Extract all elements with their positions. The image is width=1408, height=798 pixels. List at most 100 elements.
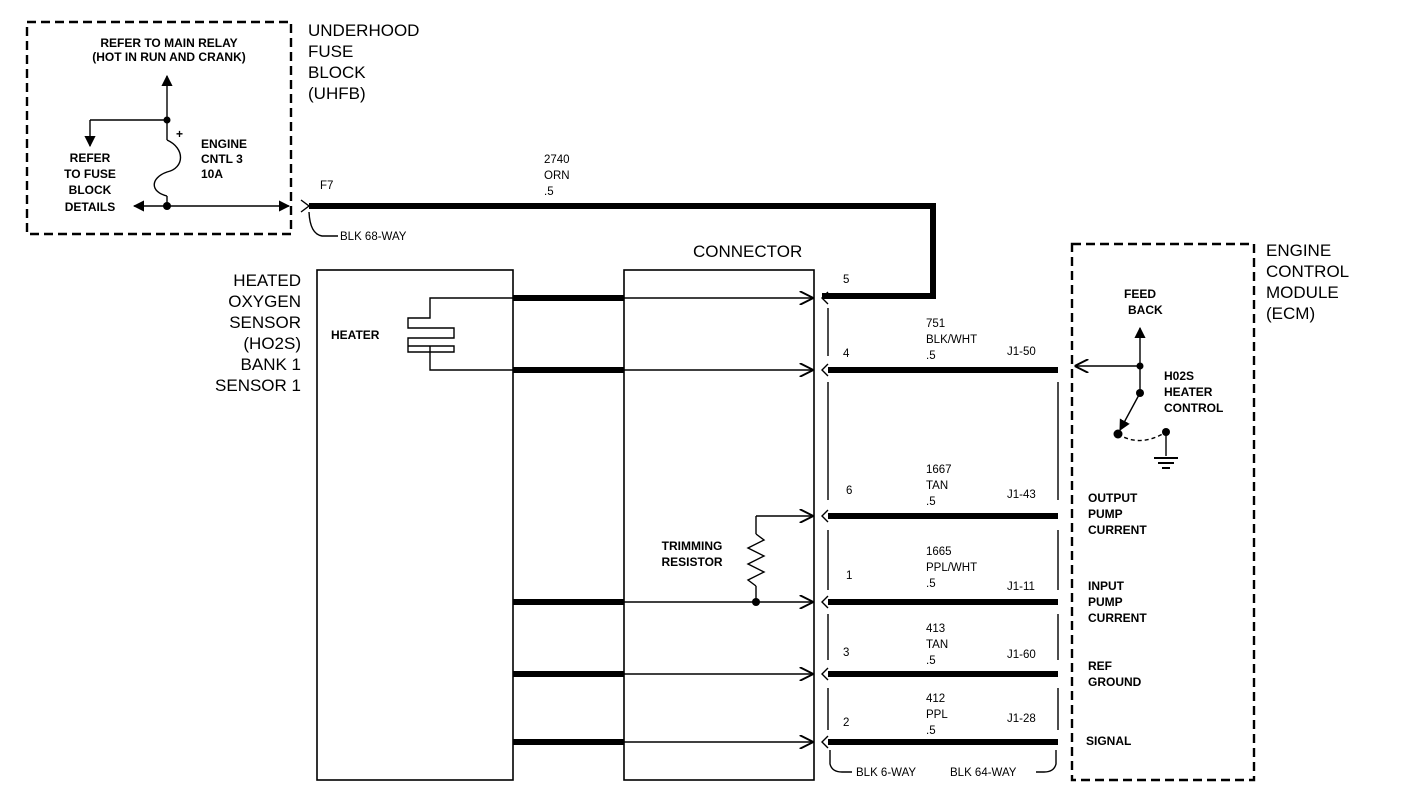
orn-feed-wire (309, 203, 936, 299)
heater-label: HEATER (331, 328, 380, 342)
ref-ground-line-2: GROUND (1088, 675, 1142, 689)
pin2-number: 2 (843, 717, 849, 729)
connector-section: CONNECTOR TRIMMING RESISTOR (513, 242, 815, 781)
sensor-title-line-6: SENSOR 1 (215, 376, 301, 395)
pin3-number: 3 (843, 647, 849, 659)
output-pump-line-1: OUTPUT (1088, 491, 1138, 505)
ecm-title-line-4: (ECM) (1266, 304, 1315, 323)
pin4-gauge: .5 (926, 350, 936, 362)
refer-line-3: BLOCK (69, 183, 112, 197)
pin2-ecm-pin: J1-28 (1007, 713, 1036, 725)
refer-line-1: REFER (70, 151, 111, 165)
feedback-line-1: FEED (1124, 287, 1156, 301)
pin3-gauge: .5 (926, 655, 936, 667)
sensor-title-line-2: OXYGEN (228, 292, 301, 311)
heater-element-icon (407, 297, 513, 371)
output-pump-line-3: CURRENT (1088, 523, 1147, 537)
connector-body (623, 269, 815, 781)
blk68-leader (308, 211, 338, 237)
sensor-title-line-4: (HO2S) (243, 334, 301, 353)
input-pump-line-2: PUMP (1088, 595, 1123, 609)
pin4-circuit: 751 (926, 318, 945, 330)
pin6-circuit: 1667 (926, 464, 952, 476)
output-pump-line-2: PUMP (1088, 507, 1123, 521)
pin5-cavity (821, 291, 829, 305)
input-pump-line-1: INPUT (1088, 579, 1125, 593)
uhfb-title-line-3: BLOCK (308, 63, 366, 82)
pin5-number: 5 (843, 274, 849, 286)
pin1-circuit: 1665 (926, 546, 952, 558)
pin3-color: TAN (926, 639, 948, 651)
pin4-number: 4 (843, 348, 850, 360)
trimming-resistor-icon (746, 533, 766, 587)
uhfb-title-line-2: FUSE (308, 42, 353, 61)
ref-ground-line-1: REF (1088, 659, 1112, 673)
ecm-title-line-2: CONTROL (1266, 262, 1349, 281)
pin3-circuit: 413 (926, 623, 945, 635)
pin2-color: PPL (926, 709, 948, 721)
pin4-color: BLK/WHT (926, 334, 977, 346)
pin6-color: TAN (926, 480, 948, 492)
blk6-connector-label: BLK 6-WAY (856, 767, 916, 779)
blk68-connector-label: BLK 68-WAY (340, 231, 407, 243)
feed-wire-section: F7 2740 ORN .5 BLK 68-WAY (300, 154, 936, 299)
pin6-cavity (821, 509, 829, 523)
sensor-body (316, 269, 514, 781)
pin2-circuit: 412 (926, 693, 945, 705)
refer-line-4: DETAILS (65, 200, 115, 214)
ecm-section: ENGINE CONTROL MODULE (ECM) FEED BACK H0… (1070, 241, 1349, 782)
signal-label: SIGNAL (1086, 734, 1131, 748)
heater-control-line-3: CONTROL (1164, 401, 1223, 415)
pin1-color: PPL/WHT (926, 562, 977, 574)
pin6-number: 6 (846, 485, 852, 497)
ecm-boundary (1070, 242, 1256, 782)
fuse-block-boundary (25, 20, 293, 236)
pin1-gauge: .5 (926, 578, 936, 590)
pin6-gauge: .5 (926, 496, 936, 508)
f7-terminal-mark (300, 199, 311, 213)
sensor-section: HEATED OXYGEN SENSOR (HO2S) BANK 1 SENSO… (215, 269, 514, 781)
fuse-label-line-1: ENGINE (201, 137, 247, 151)
pin2-gauge: .5 (926, 725, 936, 737)
fuse-label-line-2: CNTL 3 (201, 152, 243, 166)
ground-icon (1154, 457, 1178, 469)
blk64-connector-label: BLK 64-WAY (950, 767, 1017, 779)
resistor-label-line-2: RESISTOR (661, 555, 722, 569)
f7-terminal-label: F7 (320, 180, 333, 192)
uhfb-title-line-4: (UHFB) (308, 84, 366, 103)
relay-note-line-2: (HOT IN RUN AND CRANK) (92, 50, 246, 64)
pin4-ecm-pin: J1-50 (1007, 346, 1036, 358)
pin3-cavity (821, 667, 829, 681)
refer-line-2: TO FUSE (64, 167, 116, 181)
fuse-block-section: REFER TO MAIN RELAY (HOT IN RUN AND CRAN… (25, 20, 419, 236)
feed-wire-color: ORN (544, 170, 570, 182)
feed-wire-gauge: .5 (544, 186, 554, 198)
heater-control-switch-icon (1119, 392, 1141, 431)
pin1-number: 1 (846, 570, 852, 582)
switch-dashed-link (1117, 431, 1167, 442)
feed-circuit-number: 2740 (544, 154, 570, 166)
resistor-label-line-1: TRIMMING (662, 539, 723, 553)
sensor-title-line-3: SENSOR (229, 313, 301, 332)
sensor-title-line-5: BANK 1 (241, 355, 301, 374)
pin4-cavity (821, 363, 829, 377)
ecm-title-line-1: ENGINE (1266, 241, 1331, 260)
blk64-leader (1036, 750, 1057, 773)
fuse-plus-sign: + (176, 127, 183, 141)
blk6-leader (829, 750, 852, 773)
heater-control-line-1: H02S (1164, 369, 1194, 383)
fuse-icon (153, 139, 182, 197)
pin2-cavity (821, 735, 829, 749)
ecm-title-line-3: MODULE (1266, 283, 1339, 302)
fuse-splice-dot (163, 116, 171, 124)
heater-control-line-2: HEATER (1164, 385, 1213, 399)
connector-title: CONNECTOR (693, 242, 802, 261)
relay-note-line-1: REFER TO MAIN RELAY (100, 36, 237, 50)
feedback-line-2: BACK (1128, 303, 1163, 317)
pin1-cavity (821, 595, 829, 609)
uhfb-title-line-1: UNDERHOOD (308, 21, 419, 40)
harness-section: 5 4 751 BLK/WHT .5 J1-50 6 1667 TAN .5 J… (821, 274, 1059, 779)
pin3-ecm-pin: J1-60 (1007, 649, 1036, 661)
sensor-title-line-1: HEATED (233, 271, 301, 290)
